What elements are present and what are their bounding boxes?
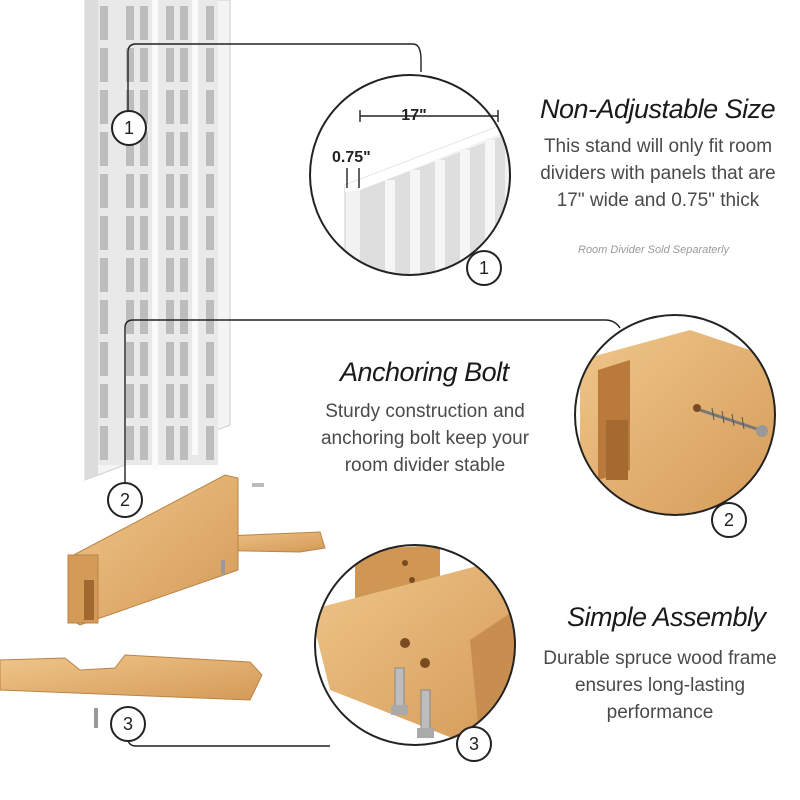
stand-base-parts xyxy=(0,474,326,728)
section-title-bolt: Anchoring Bolt xyxy=(340,357,509,387)
sold-separately-note: Room Divider Sold Separaterly xyxy=(578,244,730,256)
section-description-assembly: Durable spruce wood frame ensures long-l… xyxy=(543,648,777,723)
section-description-size: This stand will only fit room dividers w… xyxy=(540,136,776,211)
section-title-assembly: Simple Assembly xyxy=(567,602,766,632)
section-description-bolt: Sturdy construction and anchoring bolt k… xyxy=(320,401,530,476)
detail-circle-3 xyxy=(314,544,516,746)
callout-badge-2-detail: 2 xyxy=(711,502,747,538)
callout-badge-1-detail: 1 xyxy=(466,250,502,286)
detail-circle-2 xyxy=(574,314,776,516)
callout-badge-3-detail: 3 xyxy=(456,726,492,762)
room-divider-panel xyxy=(84,0,231,481)
callout-badge-1-panel: 1 xyxy=(111,110,147,146)
section-title-size: Non-Adjustable Size xyxy=(540,94,776,124)
detail-circle-1 xyxy=(309,74,511,276)
thickness-dimension-label: 0.75" xyxy=(332,149,371,166)
width-dimension-label: 17" xyxy=(401,107,426,124)
callout-badge-2-part: 2 xyxy=(107,482,143,518)
callout-badge-3-part: 3 xyxy=(110,706,146,742)
